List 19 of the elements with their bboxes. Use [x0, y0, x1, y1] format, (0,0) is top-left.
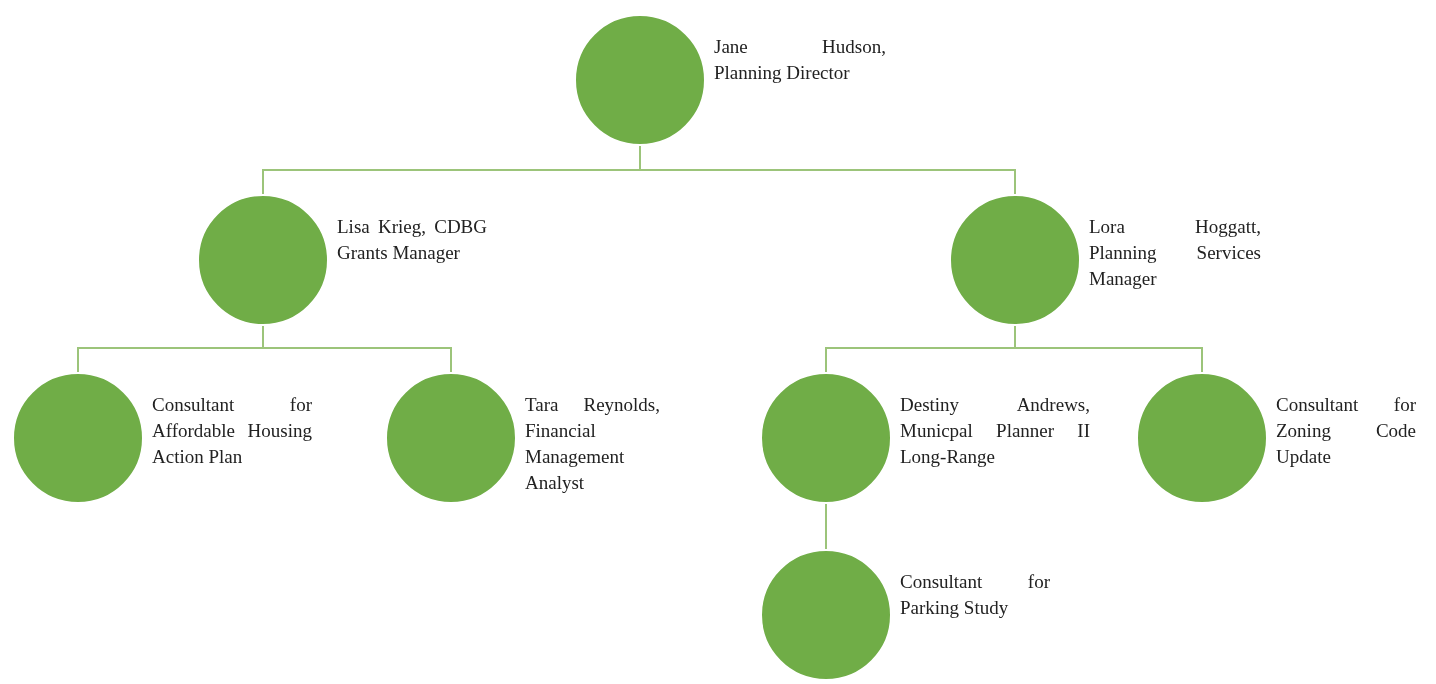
person-label: Lisa Krieg, CDBG Grants Manager [337, 215, 487, 265]
circle-node [385, 372, 517, 504]
circle-node [949, 194, 1081, 326]
circle-node [197, 194, 329, 326]
connector-line [825, 503, 827, 550]
circle-node [1136, 372, 1268, 504]
connector-line [262, 325, 452, 373]
person-label: Consultant for Parking Study [900, 570, 1050, 620]
circle-node [760, 372, 892, 504]
person-label: Jane Hudson, Planning Director [714, 35, 886, 85]
circle-node [574, 14, 706, 146]
circle-node [760, 549, 892, 681]
circle-node [12, 372, 144, 504]
connector-line [1014, 325, 1203, 373]
person-label: Destiny Andrews, Municpal Planner II Long-Range [900, 393, 1090, 469]
person-label: Consultant for Affordable Housing Action Plan [152, 393, 312, 469]
person-label: Lora Hoggatt, Planning Services Manager [1089, 215, 1261, 291]
person-label: Consultant for Zoning Code Update [1276, 393, 1416, 469]
person-label: Tara Reynolds, Financial Management Analyst [525, 393, 660, 495]
